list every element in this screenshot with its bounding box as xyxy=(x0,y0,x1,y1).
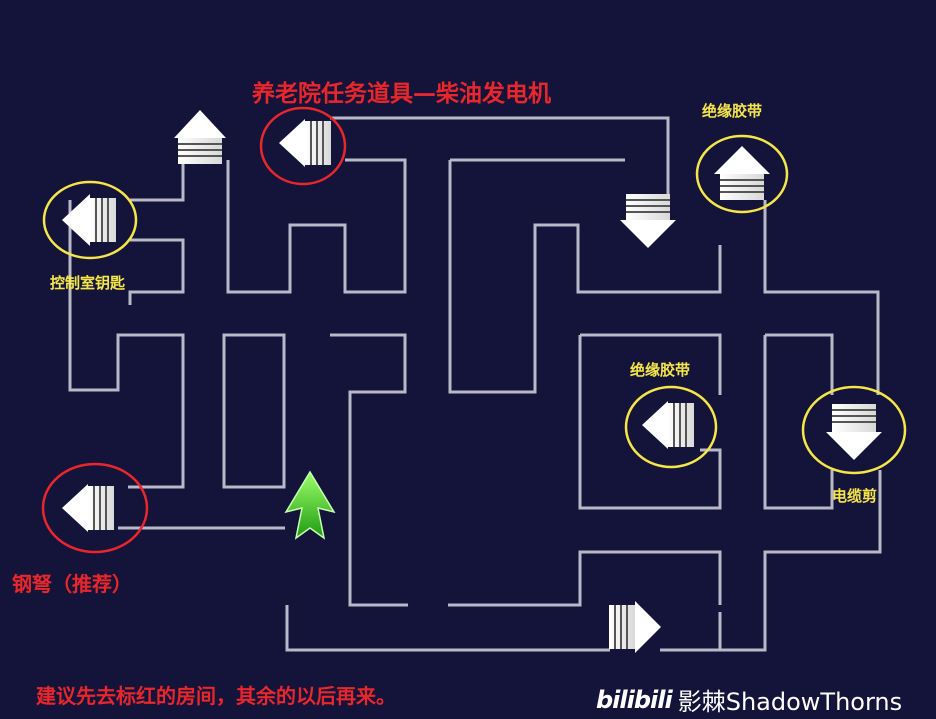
watermark-author: 影棘ShadowThorns xyxy=(677,688,903,716)
striped-arrow-down-icon xyxy=(620,194,676,248)
red-circle-generator xyxy=(259,106,347,186)
striped-arrow-up-icon-tape xyxy=(714,146,770,200)
cable-cutter-label: 电缆剪 xyxy=(832,487,878,505)
maze-walls xyxy=(68,116,882,652)
generator-label: 养老院任务道具—柴油发电机 xyxy=(252,81,551,107)
striped-arrow-left-icon-generator xyxy=(279,119,331,167)
tape-top-label: 绝缘胶带 xyxy=(702,102,763,120)
striped-arrow-right-icon xyxy=(609,601,661,653)
tape-mid-label: 绝缘胶带 xyxy=(630,361,691,379)
striped-arrow-left-icon-key xyxy=(62,194,116,246)
red-circle-crossbow xyxy=(41,462,149,554)
bilibili-logo-icon: bilibili xyxy=(596,685,673,714)
striped-arrow-up-icon xyxy=(174,110,226,164)
watermark: bilibili 影棘ShadowThorns xyxy=(596,682,902,717)
striped-arrow-left-icon-tape-mid xyxy=(642,401,694,449)
striped-arrow-left-icon-crossbow xyxy=(62,484,114,532)
crossbow-label: 钢弩（推荐） xyxy=(12,572,132,596)
yellow-circle-tape-mid xyxy=(624,385,718,469)
green-player-arrow-icon xyxy=(284,470,336,540)
yellow-circle-cutter xyxy=(801,385,907,475)
striped-arrow-down-icon-cutter xyxy=(826,404,882,460)
yellow-circle-tape-top xyxy=(695,134,789,214)
yellow-circle-key xyxy=(42,180,138,260)
hint-text: 建议先去标红的房间，其余的以后再来。 xyxy=(36,684,396,708)
control-key-label: 控制室钥匙 xyxy=(50,274,126,292)
